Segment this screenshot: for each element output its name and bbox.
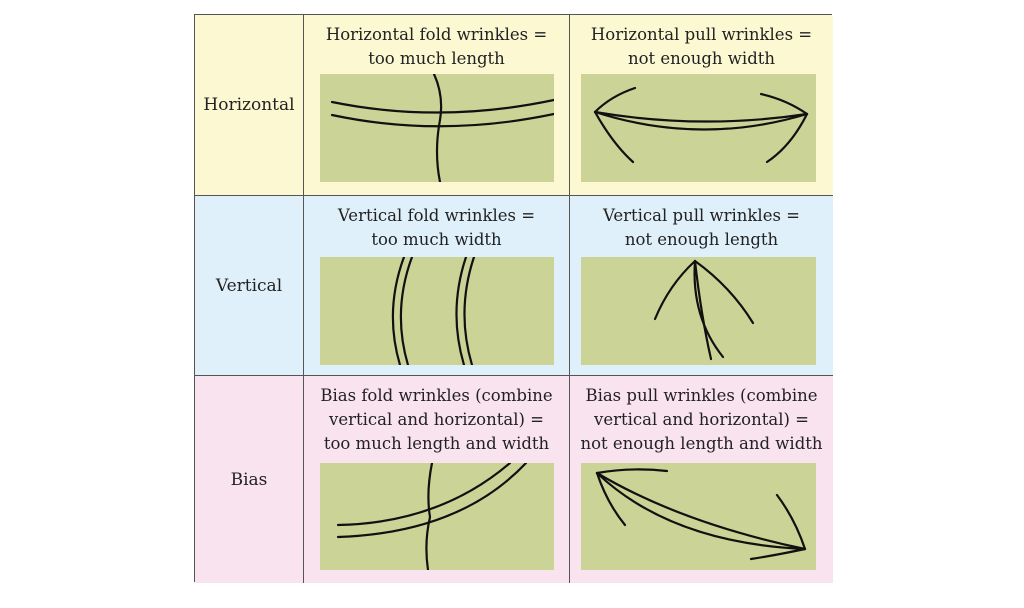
caption-bias-fold: Bias fold wrinkles (combine vertical and…	[304, 384, 569, 456]
caption-horizontal-fold: Horizontal fold wrinkles = too much leng…	[304, 23, 569, 71]
cell-bias-fold: Bias fold wrinkles (combine vertical and…	[304, 376, 570, 583]
wrinkle-line	[749, 547, 807, 561]
wrinkle-table: Horizontal Horizontal fold wrinkles = to…	[194, 14, 833, 583]
caption-line: too much length	[368, 49, 505, 68]
caption-line: Vertical fold wrinkles =	[337, 206, 536, 225]
caption-line: too much width	[371, 230, 502, 249]
wrinkle-line	[653, 259, 697, 321]
wrinkle-line	[693, 259, 725, 359]
wrinkle-line	[593, 110, 635, 164]
wrinkle-line	[336, 463, 528, 539]
seam-line	[425, 463, 434, 570]
caption-line: Horizontal pull wrinkles =	[590, 25, 813, 44]
caption-line: vertical and horizontal) =	[594, 410, 809, 429]
fabric-panel-bias-pull	[581, 463, 816, 570]
wrinkle-line	[775, 493, 807, 551]
caption-line: Bias fold wrinkles (combine	[320, 386, 553, 405]
bias-fold-wrinkle-drawing	[336, 463, 528, 570]
wrinkle-line	[399, 257, 414, 365]
horizontal-pull-wrinkle-drawing	[593, 86, 809, 164]
wrinkle-line	[455, 257, 468, 365]
fabric-panel-vertical-fold	[320, 257, 554, 365]
caption-horizontal-pull: Horizontal pull wrinkles = not enough wi…	[570, 23, 833, 71]
wrinkle-line	[593, 110, 809, 131]
row-label-horizontal: Horizontal	[195, 15, 304, 196]
wrinkle-line	[330, 112, 554, 128]
vertical-fold-wrinkle-drawing	[391, 257, 476, 365]
caption-line: vertical and horizontal) =	[329, 410, 544, 429]
caption-line: not enough length and width	[580, 434, 823, 453]
row-label-text: Vertical	[215, 275, 283, 296]
cell-vertical-fold: Vertical fold wrinkles = too much width	[304, 196, 570, 376]
caption-line: Horizontal fold wrinkles =	[325, 25, 548, 44]
vertical-pull-wrinkle-drawing	[653, 259, 755, 361]
fabric-panel-horizontal-fold	[320, 74, 554, 182]
wrinkle-line	[759, 92, 809, 116]
caption-line: not enough length	[624, 230, 779, 249]
fabric-panel-horizontal-pull	[581, 74, 816, 182]
wrinkle-line	[595, 471, 627, 527]
caption-bias-pull: Bias pull wrinkles (combine vertical and…	[570, 384, 833, 456]
row-label-vertical: Vertical	[195, 196, 304, 376]
row-label-bias: Bias	[195, 376, 304, 583]
caption-line: too much length and width	[323, 434, 550, 453]
caption-line: not enough width	[627, 49, 776, 68]
cell-bias-pull: Bias pull wrinkles (combine vertical and…	[570, 376, 833, 583]
caption-line: Vertical pull wrinkles =	[602, 206, 801, 225]
wrinkle-line	[463, 257, 476, 365]
cell-horizontal-fold: Horizontal fold wrinkles = too much leng…	[304, 15, 570, 196]
wrinkle-line	[336, 463, 512, 527]
wrinkle-line	[595, 468, 669, 475]
horizontal-fold-wrinkle-drawing	[330, 74, 554, 182]
wrinkle-line	[765, 112, 809, 164]
caption-vertical-fold: Vertical fold wrinkles = too much width	[304, 204, 569, 252]
fabric-panel-bias-fold	[320, 463, 554, 570]
cell-vertical-pull: Vertical pull wrinkles = not enough leng…	[570, 196, 833, 376]
seam-line	[432, 74, 443, 182]
wrinkle-line	[595, 471, 807, 551]
row-label-text: Horizontal	[203, 95, 295, 115]
caption-vertical-pull: Vertical pull wrinkles = not enough leng…	[570, 204, 833, 252]
bias-pull-wrinkle-drawing	[595, 468, 807, 561]
wrinkle-line	[391, 257, 406, 365]
wrinkle-line	[593, 86, 637, 114]
wrinkle-line	[693, 259, 755, 325]
wrinkle-line	[593, 110, 809, 123]
row-label-text: Bias	[230, 469, 268, 490]
wrinkle-line	[330, 98, 554, 114]
caption-line: Bias pull wrinkles (combine	[585, 386, 818, 405]
wrinkle-line	[595, 471, 807, 551]
cell-horizontal-pull: Horizontal pull wrinkles = not enough wi…	[570, 15, 833, 196]
fabric-panel-vertical-pull	[581, 257, 816, 365]
wrinkle-line	[693, 259, 713, 361]
